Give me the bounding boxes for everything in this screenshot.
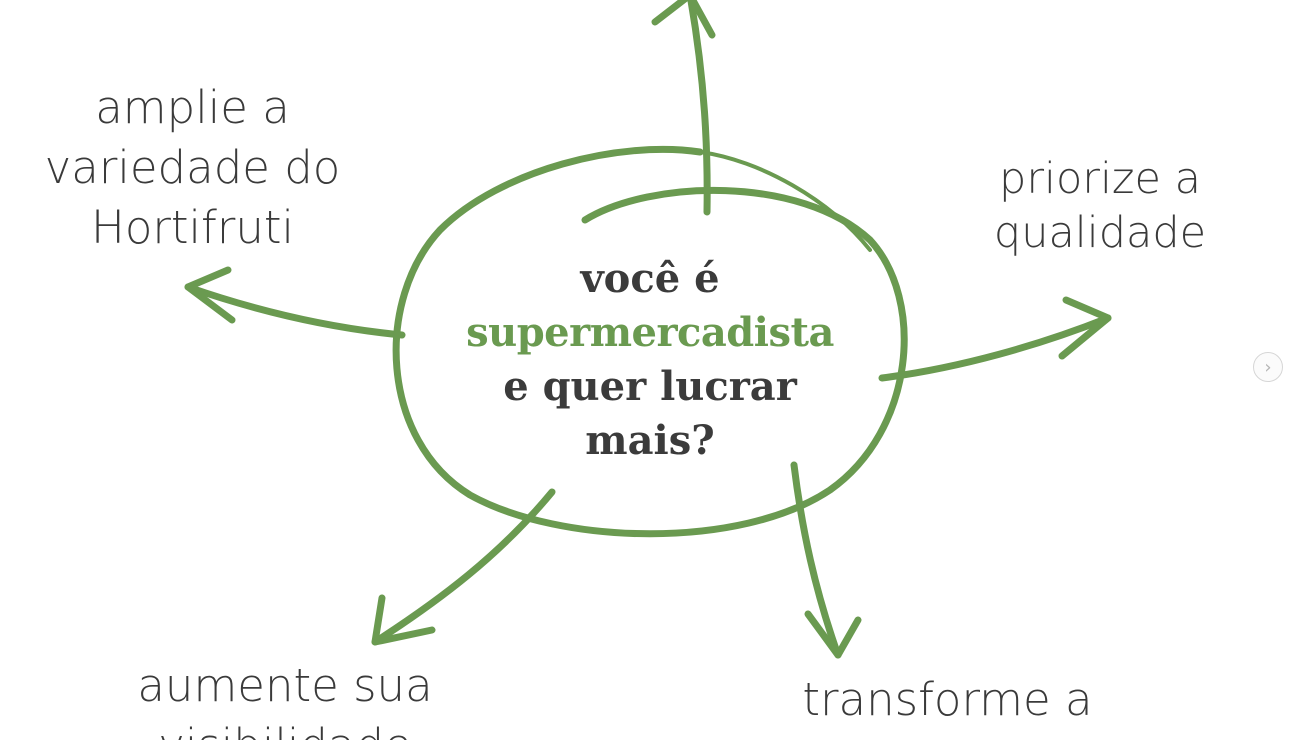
center-line-3: e quer lucrar — [503, 363, 797, 410]
branch-bottom-left-line-2-cropped: visibilidade — [95, 716, 475, 740]
arrow-top — [687, 0, 711, 216]
arrow-left — [184, 283, 406, 339]
branch-bottom-right-text: transforme a — [755, 670, 1140, 730]
branch-right-line-1: priorize a — [999, 154, 1201, 204]
branch-bottom-right-line-1: transforme a — [802, 673, 1093, 726]
branch-bottom-left-text: aumente sua visibilidade — [95, 656, 475, 740]
branch-right-line-2: qualidade — [993, 208, 1207, 258]
center-oval-inner — [698, 150, 872, 252]
arrowhead-right — [1058, 296, 1112, 360]
arrowhead-bottom-right — [804, 610, 862, 659]
arrow-right — [878, 314, 1112, 382]
branch-left-line-1: amplie a — [95, 81, 290, 134]
branch-left-line-2: variedade do — [44, 141, 341, 194]
branch-left-text: amplie a variedade do Hortifruti — [10, 78, 375, 258]
center-line-1: você é — [580, 255, 720, 302]
branch-bottom-left-line-1: aumente sua — [137, 659, 433, 712]
arrowhead-bottom-left — [371, 594, 436, 646]
branch-left-line-3: Hortifruti — [90, 201, 295, 254]
center-line-2-highlight: supermercadista — [466, 309, 834, 356]
center-question: você é supermercadista e quer lucrar mai… — [410, 252, 890, 468]
chevron-right-icon: › — [1264, 356, 1272, 378]
center-line-4: mais? — [585, 417, 715, 464]
arrow-bottom-left — [371, 488, 556, 646]
branch-right-text: priorize a qualidade — [960, 152, 1240, 260]
arrowhead-top — [651, 0, 716, 39]
arrowhead-left — [184, 266, 236, 324]
arrow-bottom-right — [790, 461, 842, 659]
next-slide-button[interactable]: › — [1253, 352, 1283, 382]
